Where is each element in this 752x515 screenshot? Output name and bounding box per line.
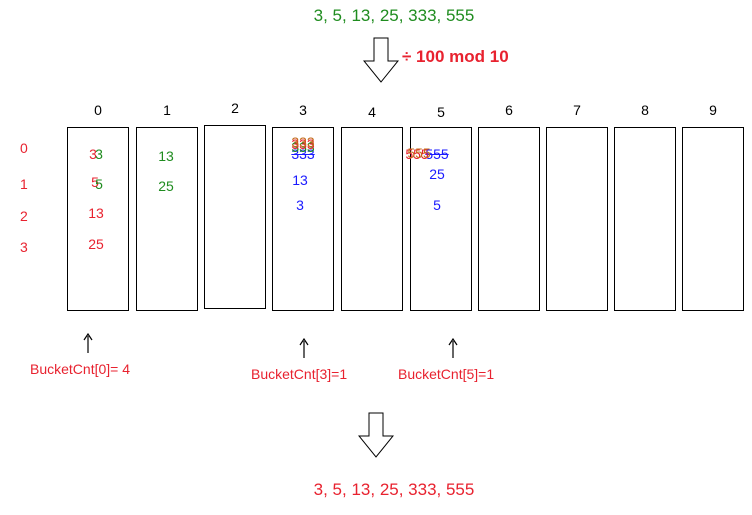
bucket-5-item-0-blue: 555 bbox=[425, 146, 449, 162]
bucket-3-item-0-green: 333 bbox=[291, 139, 315, 155]
bucket-0 bbox=[67, 127, 129, 311]
bucket-2 bbox=[204, 125, 266, 309]
bucket-0-item-1-green: 5 bbox=[95, 176, 103, 192]
bucket-index-9: 9 bbox=[709, 102, 717, 118]
bucket-index-5: 5 bbox=[437, 104, 445, 120]
bucket-0-item-0-red: 3 bbox=[89, 146, 97, 162]
bucket-4 bbox=[341, 127, 403, 311]
down-arrow-icon bbox=[358, 412, 394, 458]
bucket-5-item-0-red: 555 bbox=[405, 146, 429, 162]
bucket-5-item-0-orange: 555 bbox=[407, 145, 431, 161]
bucket-index-4: 4 bbox=[368, 104, 376, 120]
input-sequence: 3, 5, 13, 25, 333, 555 bbox=[313, 6, 475, 25]
bucket-8 bbox=[614, 127, 676, 311]
bucket-count-0: BucketCnt[0]= 4 bbox=[30, 361, 131, 377]
bucket-0-item-0-green: 3 bbox=[95, 146, 103, 162]
bucket-count-3: BucketCnt[3]=1 bbox=[251, 366, 348, 382]
bucket-0-item-2: 13 bbox=[88, 205, 104, 221]
bucket-count-5: BucketCnt[5]=1 bbox=[398, 366, 495, 382]
up-arrow-icon bbox=[83, 333, 93, 353]
row-index-1: 1 bbox=[20, 176, 28, 192]
bucket-5-item-1: 25 bbox=[429, 166, 445, 182]
row-index-2: 2 bbox=[20, 208, 28, 224]
bucket-6 bbox=[478, 127, 540, 311]
bucket-3 bbox=[272, 127, 334, 311]
bucket-3-item-0-orange: 333 bbox=[291, 134, 315, 150]
bucket-1-item-0: 13 bbox=[158, 148, 174, 164]
bucket-index-1: 1 bbox=[163, 102, 171, 118]
bucket-index-0: 0 bbox=[94, 102, 102, 118]
bucket-3-item-1: 13 bbox=[292, 172, 308, 188]
up-arrow-icon bbox=[299, 338, 309, 358]
bucket-index-6: 6 bbox=[505, 102, 513, 118]
bucket-index-3: 3 bbox=[299, 102, 307, 118]
bucket-5 bbox=[410, 127, 472, 311]
output-sequence: 3, 5, 13, 25, 333, 555 bbox=[313, 480, 475, 499]
bucket-1 bbox=[136, 127, 198, 311]
up-arrow-icon bbox=[448, 338, 458, 358]
down-arrow-icon bbox=[363, 37, 399, 83]
bucket-5-item-2: 5 bbox=[433, 197, 441, 213]
bucket-9 bbox=[682, 127, 744, 311]
bucket-index-2: 2 bbox=[231, 100, 239, 116]
row-index-3: 3 bbox=[20, 239, 28, 255]
row-index-0: 0 bbox=[20, 140, 28, 156]
bucket-3-item-2: 3 bbox=[296, 197, 304, 213]
bucket-index-8: 8 bbox=[641, 102, 649, 118]
bucket-3-item-0-red: 333 bbox=[291, 136, 315, 152]
bucket-1-item-1: 25 bbox=[158, 178, 174, 194]
bucket-0-item-1-red: 5 bbox=[91, 174, 99, 190]
bucket-index-7: 7 bbox=[573, 102, 581, 118]
bucket-3-item-0-blue: 333 bbox=[291, 146, 315, 162]
operation-label: ÷ 100 mod 10 bbox=[402, 47, 509, 66]
bucket-0-item-3: 25 bbox=[88, 236, 104, 252]
bucket-7 bbox=[546, 127, 608, 311]
